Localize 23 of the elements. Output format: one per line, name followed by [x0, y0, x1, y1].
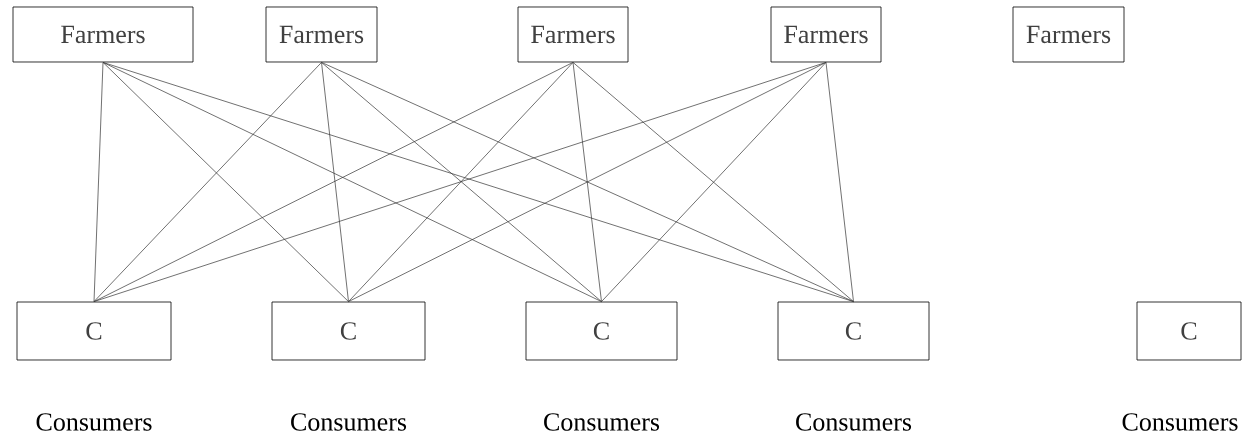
consumer-box: C [16, 301, 172, 361]
caption-text: Consumers [1122, 413, 1238, 431]
caption-text: Consumers [544, 413, 660, 431]
connector-line [572, 62, 854, 302]
connector-line [601, 62, 827, 302]
farmers-box: Farmers [265, 6, 378, 63]
farmers-box: Farmers [770, 6, 882, 63]
connector-line [825, 62, 854, 302]
connector-line [572, 62, 602, 302]
consumer-box: C [525, 301, 678, 361]
connector-line [93, 62, 104, 302]
farmers-box: Farmers [517, 6, 629, 63]
connector-line [321, 62, 602, 302]
consumer-box: C [777, 301, 930, 361]
consumer-box: C [271, 301, 426, 361]
consumer-box: C [1136, 301, 1242, 361]
caption-text: Consumers [796, 413, 912, 431]
farmers-box: Farmers [12, 6, 194, 63]
farmers-box: Farmers [1012, 6, 1125, 63]
caption-text: Consumers [36, 413, 152, 431]
connector-line [348, 62, 574, 302]
connector-line [321, 62, 349, 302]
caption-text: Consumers [291, 413, 407, 431]
